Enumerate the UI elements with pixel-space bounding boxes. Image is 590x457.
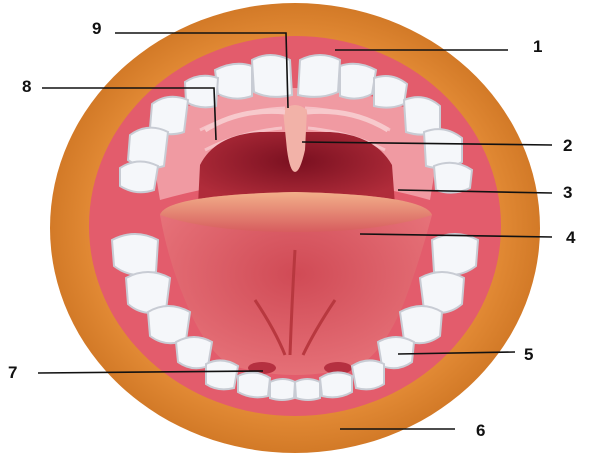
label-5: 5 [524, 345, 533, 364]
label-8: 8 [22, 77, 31, 96]
label-9: 9 [92, 19, 101, 38]
label-6: 6 [476, 421, 485, 440]
label-4: 4 [566, 228, 576, 247]
label-7: 7 [8, 363, 17, 382]
label-3: 3 [563, 183, 572, 202]
label-1: 1 [533, 37, 542, 56]
label-2: 2 [563, 136, 572, 155]
